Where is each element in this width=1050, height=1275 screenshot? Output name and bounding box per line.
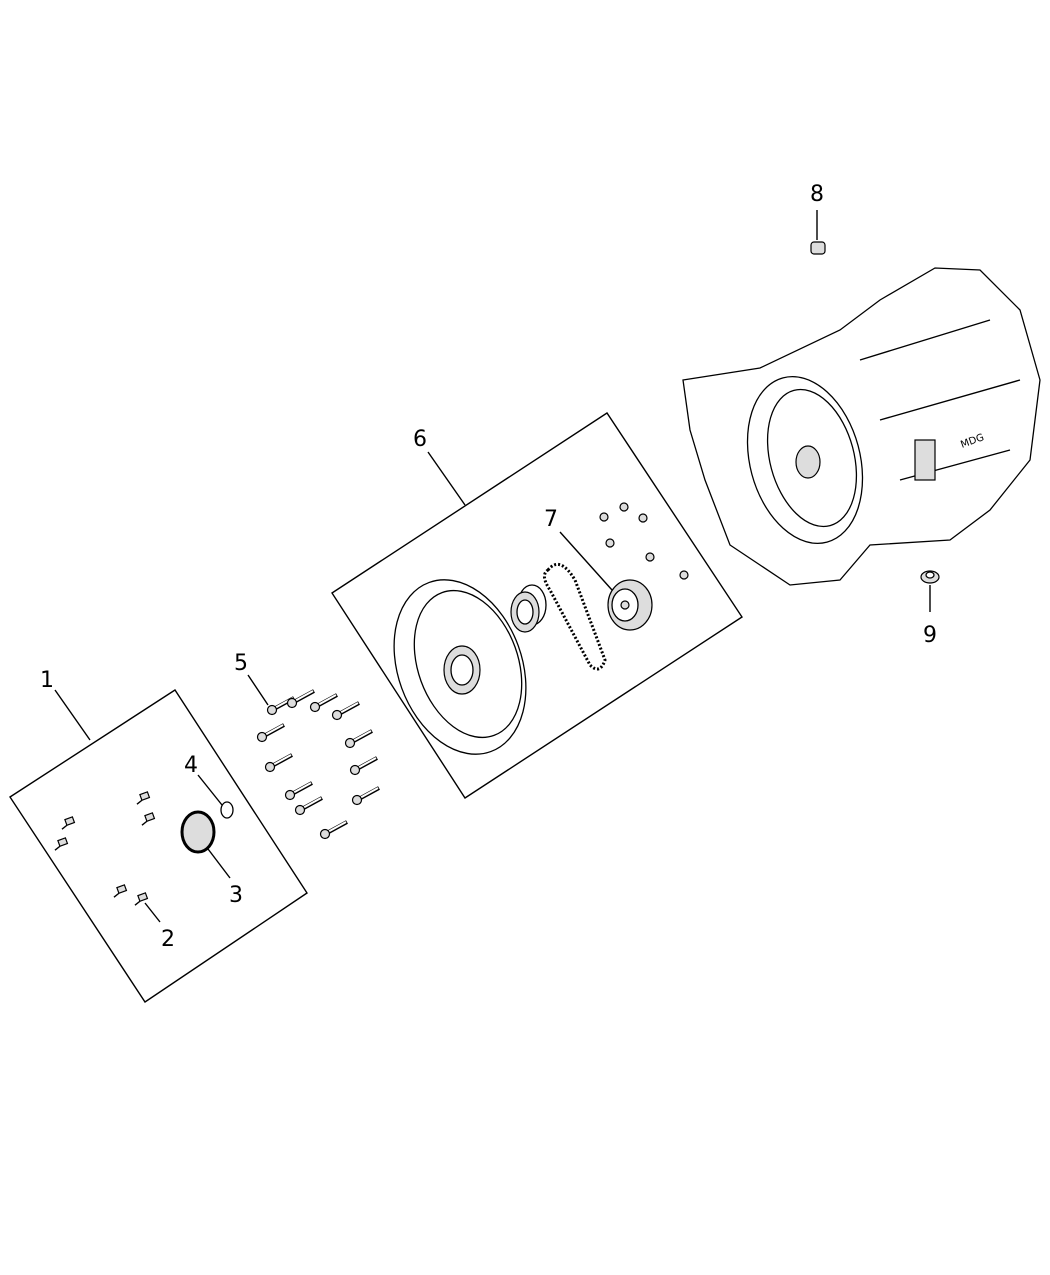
callout-6: 6 [413, 427, 427, 452]
long-bolt [284, 781, 313, 801]
callout-4: 4 [184, 753, 198, 778]
group-box-1 [9, 689, 308, 1003]
group-box-6 [331, 412, 743, 799]
callout-8: 8 [810, 182, 824, 207]
long-bolt [286, 689, 315, 709]
long-bolt [309, 693, 338, 713]
long-bolt [344, 729, 373, 749]
oil-pump-housing [393, 579, 527, 755]
callout-3: 3 [229, 883, 243, 908]
seal-3 [180, 810, 216, 854]
leader-7 [559, 531, 613, 591]
leader-6 [427, 451, 466, 506]
callout-5: 5 [234, 651, 248, 676]
bolts-group-6 [599, 502, 689, 580]
callout-7: 7 [544, 507, 558, 532]
long-bolt [351, 786, 380, 806]
transmission-assembly: MDG [682, 267, 1041, 586]
pump-sprocket-7 [607, 579, 653, 631]
callout-2: 2 [161, 927, 175, 952]
pump-hub [510, 584, 547, 633]
leader-3 [204, 844, 231, 879]
long-bolt [331, 701, 360, 721]
plug-8 [810, 241, 826, 255]
leader-1 [54, 689, 91, 741]
leader-5 [247, 674, 269, 706]
plug-9 [920, 570, 940, 584]
long-bolt [349, 756, 378, 776]
leader-4 [197, 774, 223, 806]
long-bolt [256, 723, 285, 743]
drive-chain [543, 562, 607, 671]
long-bolt [319, 820, 348, 840]
long-bolt [294, 796, 323, 816]
callout-9: 9 [923, 623, 937, 648]
long-bolt [264, 753, 293, 773]
callout-1: 1 [40, 668, 54, 693]
bolts-group-1 [54, 791, 156, 906]
leader-2 [144, 902, 161, 923]
bolts-group-5 [256, 689, 380, 840]
leader-lines [54, 210, 931, 923]
o-ring-4 [220, 801, 234, 819]
